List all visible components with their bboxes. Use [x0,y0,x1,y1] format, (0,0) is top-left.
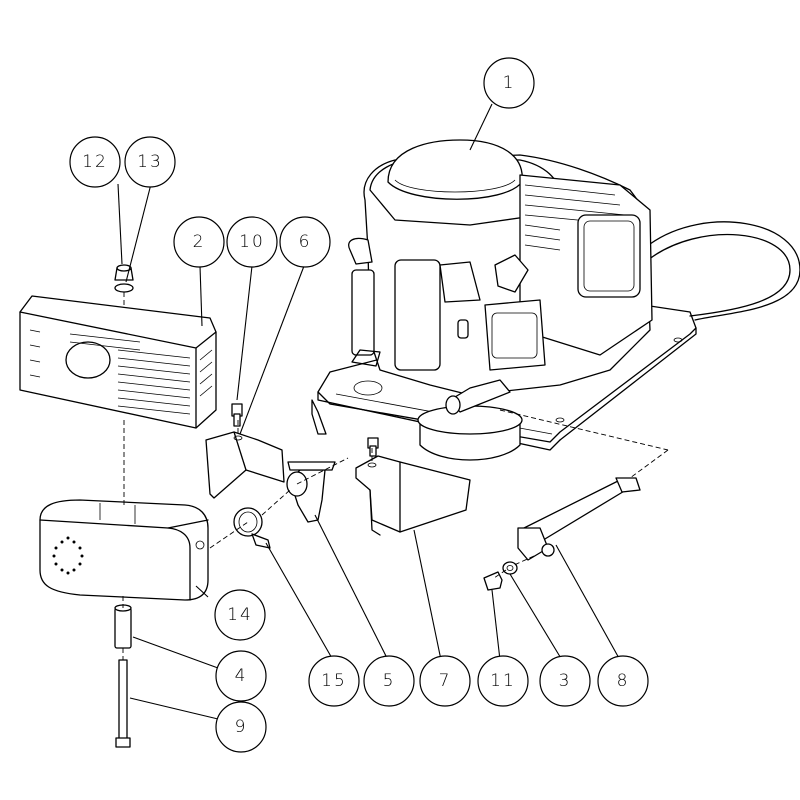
callout-1: 1 [483,57,535,109]
callout-11: 11 [477,655,529,707]
callout-8-label: 8 [617,671,630,691]
callout-2-label: 2 [193,232,206,252]
bolt-part-9 [115,659,131,748]
callout-3: 3 [539,655,591,707]
callout-14: 14 [214,589,266,641]
callout-11-label: 11 [490,671,516,691]
callout-13-label: 13 [137,152,163,172]
callout-9-label: 9 [235,717,248,737]
callout-15-label: 15 [321,671,347,691]
muffler-perforations [52,536,84,575]
callout-4-label: 4 [235,666,248,686]
drive-belt [647,221,800,321]
clamp-part-15 [233,507,271,549]
callout-7-label: 7 [439,671,452,691]
plug-part-11 [483,571,503,591]
callout-14-label: 14 [227,605,253,625]
callout-4: 4 [215,650,267,702]
alignment-lines [122,292,669,660]
callout-15: 15 [308,655,360,707]
heat-shield-part-7 [355,437,471,536]
washer-part-3 [502,561,518,575]
engine [348,139,653,461]
exhaust-pipe-part-5 [286,461,336,523]
callout-5-label: 5 [383,671,396,691]
shield-slots [29,329,213,415]
bolt-part-10 [231,403,243,427]
cooling-fins [524,184,631,251]
callout-6: 6 [279,216,331,268]
callout-5: 5 [363,655,415,707]
callout-9: 9 [215,701,267,753]
callout-10: 10 [226,216,278,268]
callout-8: 8 [597,655,649,707]
callout-12: 12 [69,136,121,188]
tailpipe-part-8 [517,477,641,561]
leader-lines [117,103,621,720]
callout-7: 7 [419,655,471,707]
heat-shield-part-2 [19,295,217,429]
callout-6-label: 6 [299,232,312,252]
muffler-part-14 [39,499,209,601]
callout-12-label: 12 [82,152,108,172]
callout-1-label: 1 [503,73,516,93]
callout-13: 13 [124,136,176,188]
bracket-part-6 [205,431,285,499]
callout-3-label: 3 [559,671,572,691]
callout-10-label: 10 [239,232,265,252]
spacer-part-4 [114,604,132,649]
nut-and-washer [114,264,134,293]
callout-2: 2 [173,216,225,268]
